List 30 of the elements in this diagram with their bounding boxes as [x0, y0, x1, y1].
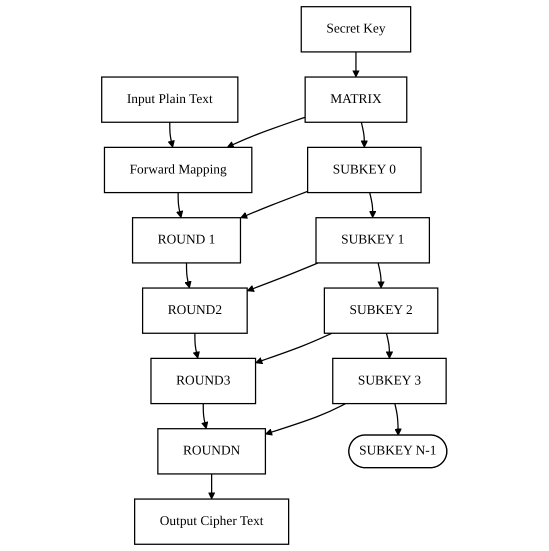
- arrow: [201, 404, 209, 430]
- arrow: [168, 122, 176, 148]
- node-box: MATRIX: [304, 76, 408, 123]
- node-box: SUBKEY 0: [307, 146, 422, 194]
- node-box: SUBKEY 3: [332, 358, 447, 404]
- arrow: [265, 403, 346, 436]
- node-box: Secret Key: [300, 6, 412, 53]
- arrow: [240, 190, 308, 219]
- arrow: [247, 262, 319, 292]
- node-box: SUBKEY 2: [324, 287, 439, 334]
- arrow: [352, 52, 360, 78]
- arrow: [378, 262, 385, 288]
- arrow: [184, 262, 192, 288]
- arrow: [192, 333, 200, 359]
- arrow: [227, 116, 306, 148]
- node-box: ROUND3: [150, 358, 256, 404]
- node-box: Forward Mapping: [104, 146, 253, 194]
- arrow: [369, 192, 377, 218]
- arrow: [255, 332, 332, 364]
- arrow: [208, 474, 216, 500]
- node-box: ROUND2: [142, 287, 248, 334]
- node-box: Output Cipher Text: [134, 498, 290, 545]
- node-box: ROUNDN: [157, 428, 266, 475]
- node-box: Input Plain Text: [101, 76, 239, 123]
- arrow: [386, 333, 394, 359]
- node-box: ROUND 1: [132, 217, 242, 264]
- node-box: SUBKEY 1: [316, 217, 430, 264]
- arrow: [176, 192, 184, 218]
- arrow: [394, 403, 402, 436]
- arrow: [360, 122, 368, 148]
